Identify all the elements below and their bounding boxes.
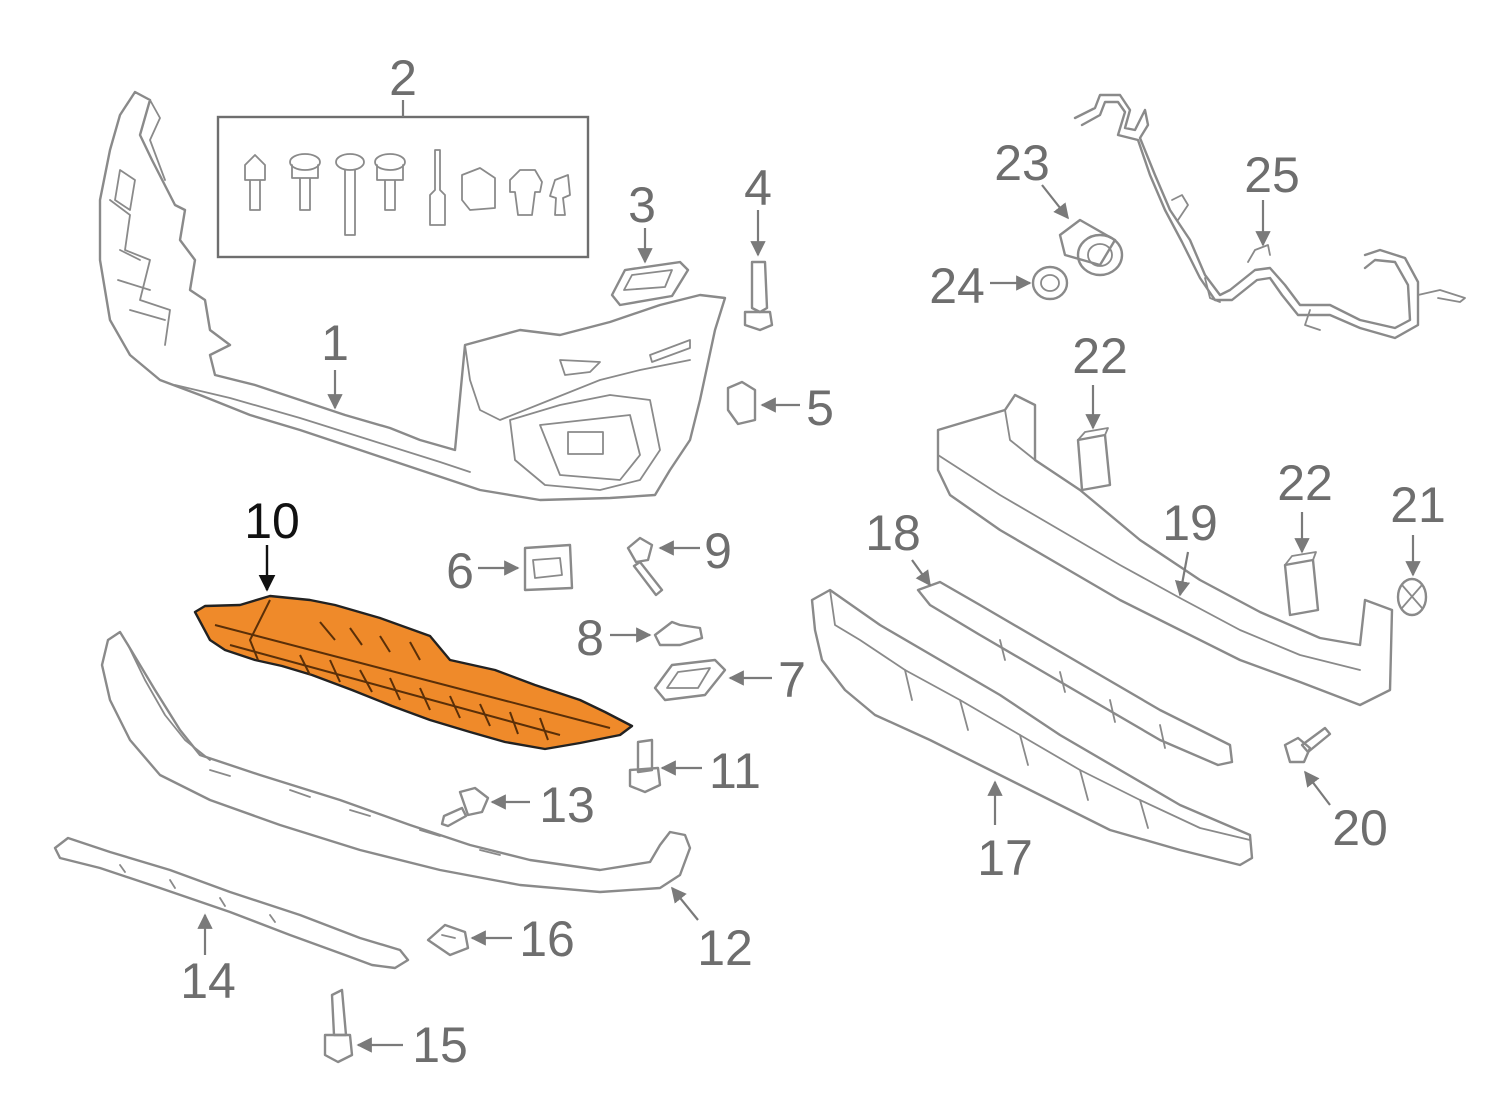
callout-11: 11	[709, 743, 761, 799]
callout-21: 21	[1390, 477, 1446, 533]
callout-10: 10	[244, 493, 300, 549]
callout-2: 2	[389, 50, 417, 106]
parking-sensor-23	[1058, 218, 1124, 277]
bolt-11	[628, 738, 662, 794]
callout-labels: 1 2 3 4 5 6 7 8 9 10 11 12 13 14 15 16 1…	[180, 50, 1446, 1073]
callout-15: 15	[412, 1017, 468, 1073]
screw-9	[626, 536, 664, 597]
callout-3: 3	[628, 177, 656, 233]
trim-strip-14	[53, 836, 410, 970]
lower-shield-highlighted	[193, 594, 634, 751]
bolt-20	[1283, 726, 1332, 764]
callout-16: 16	[519, 911, 575, 967]
callout-14: 14	[180, 953, 236, 1009]
callout-19: 19	[1162, 495, 1218, 551]
callout-4: 4	[744, 160, 772, 216]
callout-1: 1	[321, 315, 349, 371]
clip-8	[653, 620, 704, 647]
kit-box	[216, 115, 590, 259]
leader-lines	[197, 100, 1421, 1053]
lower-lip-12	[100, 630, 692, 894]
leader-12	[671, 886, 699, 921]
callout-5: 5	[806, 380, 834, 436]
reflector	[610, 260, 690, 307]
callout-24: 24	[929, 258, 985, 314]
bumper-block-22-lower	[1283, 551, 1320, 617]
callout-7: 7	[778, 652, 806, 708]
callout-22-upper: 22	[1072, 328, 1128, 384]
hardware-kit	[216, 115, 590, 259]
bolt-13	[440, 786, 490, 828]
callout-25: 25	[1244, 147, 1300, 203]
leader-19	[1174, 551, 1191, 597]
energy-absorber-17	[810, 588, 1254, 867]
leader-18	[911, 559, 931, 587]
callout-13: 13	[539, 777, 595, 833]
callout-9: 9	[704, 523, 732, 579]
bumper-block-22-upper	[1076, 427, 1112, 492]
callout-22-lower: 22	[1277, 455, 1333, 511]
clip-16	[426, 923, 470, 957]
insert-7	[653, 658, 727, 702]
callout-17: 17	[977, 830, 1033, 886]
callout-6: 6	[446, 543, 474, 599]
leader-23	[1041, 184, 1069, 220]
bolt-4	[743, 260, 774, 332]
clip-5	[726, 380, 757, 426]
emblem-21	[1396, 577, 1428, 617]
bracket-strip-18	[916, 580, 1234, 767]
leader-20	[1304, 770, 1331, 806]
callout-20: 20	[1332, 800, 1388, 856]
bolt-15	[323, 988, 354, 1064]
callout-12: 12	[697, 920, 753, 976]
callout-23: 23	[994, 135, 1050, 191]
wiring-harness-25	[1073, 93, 1466, 340]
reinforcement-beam-19	[936, 393, 1394, 707]
callout-8: 8	[576, 610, 604, 666]
bumper-cover	[98, 90, 727, 502]
callout-18: 18	[865, 505, 921, 561]
retainer-6	[523, 543, 574, 592]
sensor-ring-24	[1031, 265, 1069, 301]
